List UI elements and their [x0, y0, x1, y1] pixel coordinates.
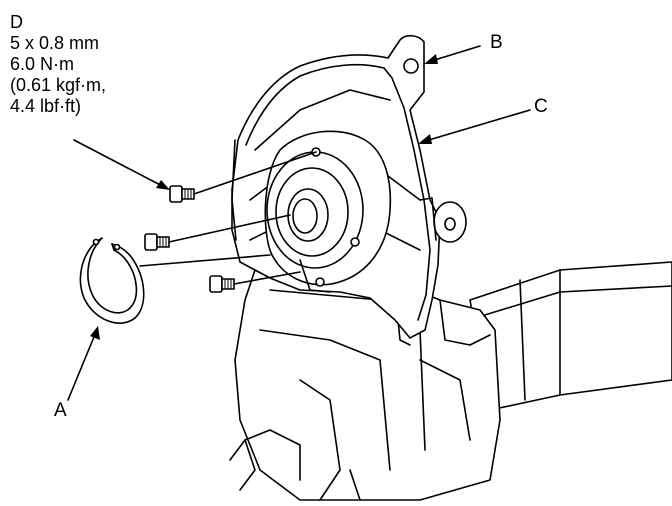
steering-knuckle: [229, 261, 501, 501]
snap-ring: [79, 237, 145, 324]
torque-nm-text: 6.0 N·m: [10, 54, 75, 74]
torque-lbfft-text: 4.4 lbf·ft): [10, 96, 82, 116]
flange-bolts: [144, 185, 235, 293]
assembly-lines: [139, 151, 317, 285]
flange-bolt: [169, 185, 195, 203]
leader-arrows: [67, 45, 531, 401]
hub-bearing: [264, 130, 392, 293]
driveshaft: [469, 261, 672, 411]
callout-b-label: B: [490, 32, 503, 53]
bolt-spec-note: D 5 x 0.8 mm 6.0 N·m (0.61 kgf·m, 4.4 lb…: [10, 12, 106, 117]
flange-bolt: [144, 233, 170, 251]
callout-a-label: A: [54, 400, 67, 421]
callout-d-label: D: [10, 12, 23, 32]
torque-kgfm-text: (0.61 kgf·m,: [10, 75, 107, 95]
flange-bolt: [209, 275, 235, 293]
bolt-size-text: 5 x 0.8 mm: [10, 33, 100, 53]
callout-c-label: C: [534, 96, 548, 117]
